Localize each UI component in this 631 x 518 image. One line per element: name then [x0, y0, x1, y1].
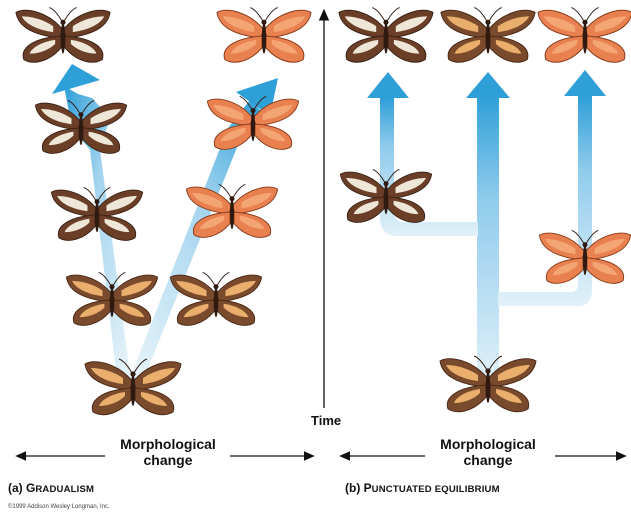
gradualism-left-arrowhead [52, 64, 100, 94]
gradualism-panel-cap: G [26, 481, 35, 495]
gradualism-butterfly-ancestor [85, 359, 181, 415]
punctuated-butterfly-left-top [339, 8, 433, 63]
punctuated-trunk-arrow [477, 96, 499, 386]
gradualism-axis-label-line1: Morphological [98, 436, 238, 452]
punctuated-right-arrowhead [564, 70, 606, 96]
gradualism-axis-label: Morphological change [98, 436, 238, 468]
punctuated-panel-prefix: (b) [345, 481, 364, 495]
gradualism-panel-prefix: (a) [8, 481, 26, 495]
punctuated-axis-label: Morphological change [418, 436, 558, 468]
punctuated-panel [367, 70, 606, 386]
gradualism-panel-title: (a) GRADUALISM [8, 481, 94, 495]
gradualism-axis-label-line2: change [98, 452, 238, 468]
time-label: Time [311, 413, 341, 428]
punctuated-panel-title: (b) PUNCTUATED EQUILIBRIUM [345, 481, 500, 495]
gradualism-butterfly-left-top [16, 8, 110, 63]
punctuated-axis-label-line2: change [418, 452, 558, 468]
punctuated-axis-label-line1: Morphological [418, 436, 558, 452]
gradualism-panel-small: RADUALISM [35, 484, 94, 495]
gradualism-butterfly-right-top [217, 8, 311, 63]
gradualism-butterfly-right-1 [170, 272, 261, 325]
punctuated-butterfly-center-top [441, 8, 535, 63]
punctuated-panel-cap: P [364, 481, 372, 495]
punctuated-trunk-arrowhead [466, 72, 510, 98]
punctuated-panel-small: UNCTUATED EQUILIBRIUM [372, 484, 500, 495]
punctuated-left-arrowhead [367, 72, 409, 98]
punctuated-butterfly-right-top [538, 8, 631, 63]
copyright-notice: ©1999 Addison Wesley Longman, Inc. [8, 504, 110, 510]
